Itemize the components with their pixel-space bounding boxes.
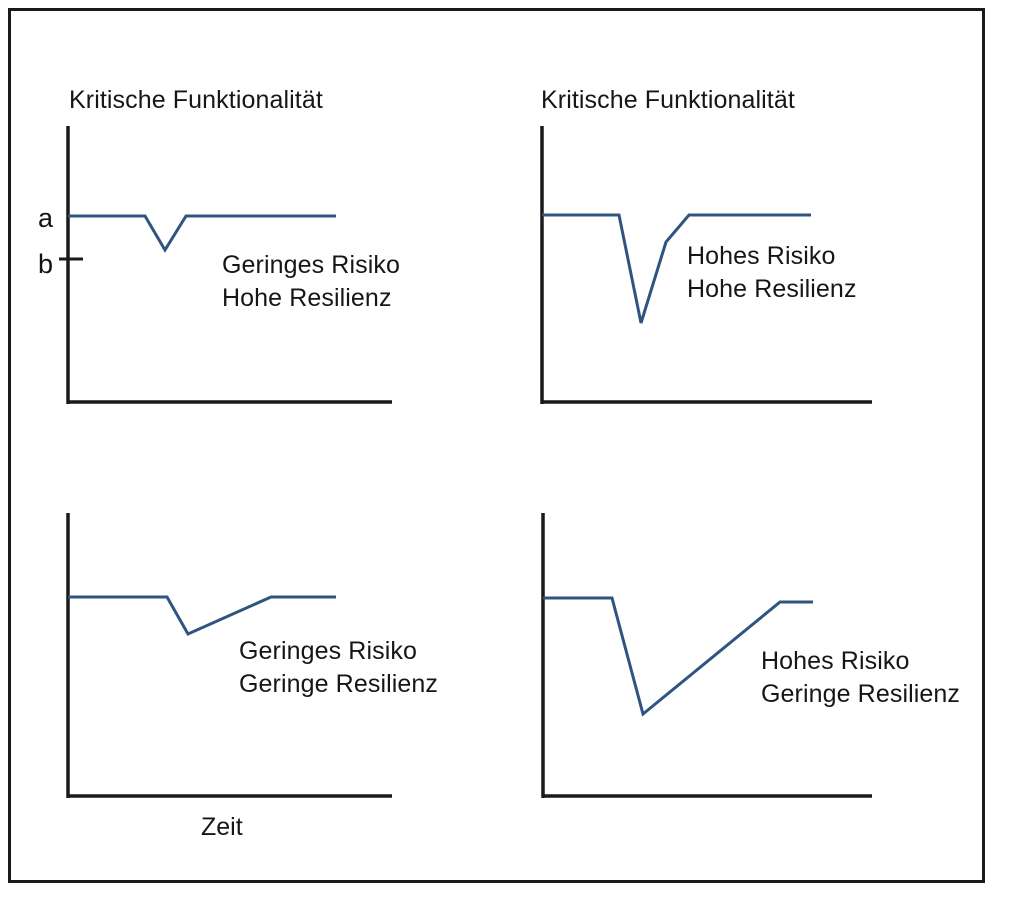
- chart-title-top-right: Kritische Funktionalität: [541, 86, 795, 114]
- panel-top-right: Kritische Funktionalität Hohes Risiko Ho…: [483, 11, 983, 421]
- annotation-line-2: Geringe Resilienz: [239, 670, 439, 699]
- figure-border: Kritische Funktionalität a b Geringes Ri…: [8, 8, 985, 883]
- chart-svg-top-right: [540, 126, 872, 404]
- annotation-bottom-left: Geringes Risiko Geringe Resilienz: [239, 635, 438, 702]
- annotation-line-1: Hohes Risiko: [687, 242, 836, 270]
- annotation-bottom-right: Hohes Risiko Geringe Resilienz: [761, 645, 960, 712]
- panel-top-left: Kritische Funktionalität a b Geringes Ri…: [11, 11, 431, 421]
- annotation-line-1: Hohes Risiko: [761, 647, 910, 675]
- annotation-line-2: Hohe Resilienz: [687, 275, 857, 304]
- x-axis-label-zeit: Zeit: [201, 813, 243, 841]
- functionality-curve-bottom-left: [68, 595, 336, 636]
- chart-svg-bottom-right: [541, 513, 872, 798]
- chart-svg-top-left: [59, 126, 392, 404]
- chart-title-top-left: Kritische Funktionalität: [69, 86, 323, 114]
- annotation-line-2: Geringe Resilienz: [761, 680, 961, 709]
- y-tick-label-b: b: [38, 249, 54, 279]
- chart-svg-bottom-left: [66, 513, 392, 798]
- annotation-line-1: Geringes Risiko: [239, 637, 417, 665]
- functionality-curve-top-left: [68, 214, 336, 253]
- functionality-curve-bottom-right: [543, 596, 813, 717]
- panel-bottom-right: Hohes Risiko Geringe Resilienz: [483, 403, 983, 843]
- annotation-line-2: Hohe Resilienz: [222, 284, 392, 313]
- annotation-line-1: Geringes Risiko: [222, 251, 400, 279]
- panel-bottom-left: Geringes Risiko Geringe Resilienz Zeit: [11, 403, 438, 843]
- functionality-curve-top-right: [542, 213, 811, 324]
- y-tick-label-a: a: [38, 203, 54, 233]
- annotation-top-left: Geringes Risiko Hohe Resilienz: [222, 249, 400, 316]
- annotation-top-right: Hohes Risiko Hohe Resilienz: [687, 240, 857, 307]
